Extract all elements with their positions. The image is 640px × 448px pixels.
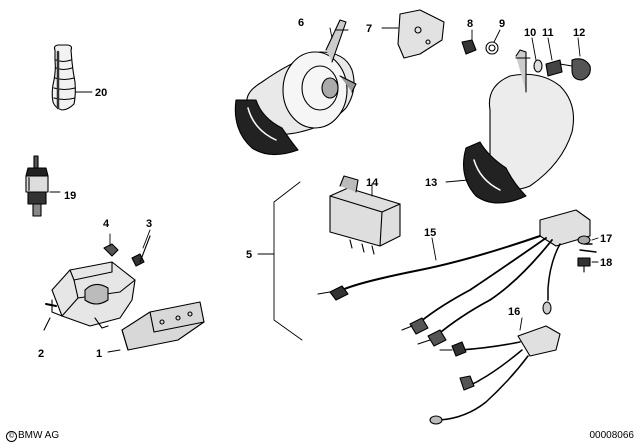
callout-10: 10 bbox=[524, 27, 536, 39]
connector-harness-part bbox=[429, 317, 561, 425]
callout-3: 3 bbox=[146, 218, 152, 230]
callout-11: 11 bbox=[542, 27, 554, 39]
copyright-owner: BMW AG bbox=[18, 430, 60, 441]
washer-10-part bbox=[533, 59, 543, 73]
bracket-cover-part bbox=[107, 301, 205, 353]
wiring-harness-part bbox=[317, 209, 597, 347]
lock-washer-9-part bbox=[485, 41, 499, 55]
relay-part bbox=[329, 175, 401, 255]
bolt-part bbox=[131, 229, 151, 267]
callout-4: 4 bbox=[103, 218, 110, 230]
callout-14: 14 bbox=[366, 177, 379, 189]
rubber-boot-part bbox=[51, 44, 93, 111]
fasteners-set bbox=[461, 29, 591, 81]
horn-left-part bbox=[234, 19, 357, 156]
pressure-switch-part bbox=[25, 155, 61, 217]
horn-right-part bbox=[445, 49, 575, 204]
nut-part bbox=[103, 233, 119, 257]
callout-12: 12 bbox=[573, 27, 585, 39]
callout-19: 19 bbox=[64, 190, 76, 202]
callout-15: 15 bbox=[424, 227, 436, 239]
callout-5: 5 bbox=[246, 249, 252, 261]
callout-1: 1 bbox=[96, 348, 102, 360]
screw-18-part bbox=[577, 257, 599, 273]
wiring-harness-group-bracket bbox=[257, 181, 303, 341]
horn-bracket-part bbox=[43, 261, 136, 331]
nut-8-part bbox=[461, 39, 477, 55]
callout-13: 13 bbox=[425, 177, 437, 189]
callout-9: 9 bbox=[499, 18, 505, 30]
screw-11-part bbox=[545, 59, 563, 77]
copyright-notice: ©BMW AG bbox=[6, 430, 59, 442]
horn-mounting-plate-part bbox=[381, 9, 445, 59]
callout-16: 16 bbox=[508, 306, 520, 318]
callout-2: 2 bbox=[38, 348, 44, 360]
document-number: 00008066 bbox=[589, 430, 635, 441]
grommet-part bbox=[577, 235, 599, 245]
cap-12-part bbox=[571, 58, 591, 81]
callout-7: 7 bbox=[366, 23, 372, 35]
callout-6: 6 bbox=[298, 17, 304, 29]
copyright-symbol: © bbox=[6, 431, 17, 442]
callout-18: 18 bbox=[600, 257, 612, 269]
callout-20: 20 bbox=[95, 87, 107, 99]
callout-17: 17 bbox=[600, 233, 612, 245]
callout-8: 8 bbox=[467, 18, 473, 30]
